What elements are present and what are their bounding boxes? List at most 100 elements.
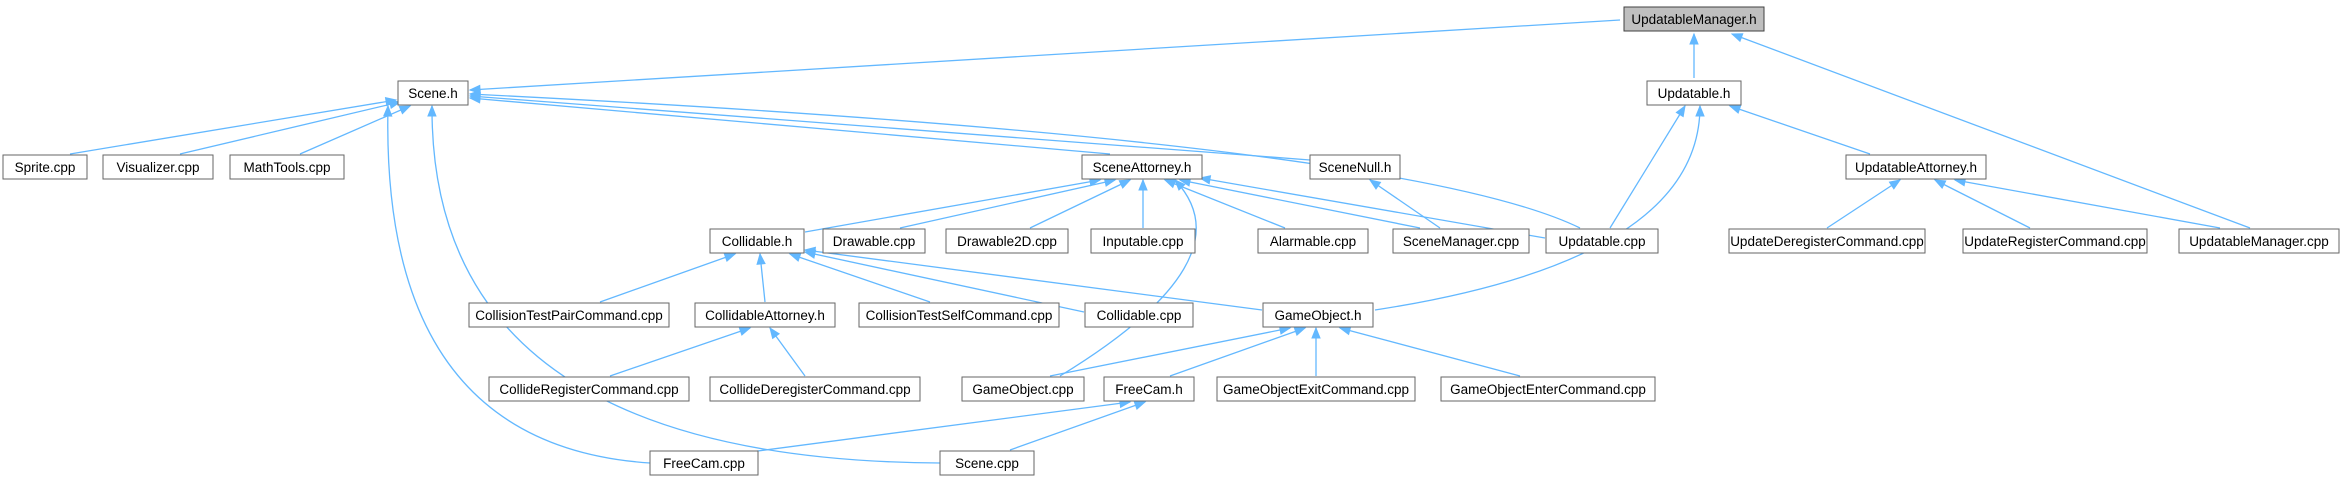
node-label: UpdatableAttorney.h bbox=[1855, 160, 1977, 175]
edge-line bbox=[804, 249, 1263, 311]
arrowhead bbox=[1118, 179, 1132, 189]
node-gameobjectentercommand-cpp[interactable]: GameObjectEnterCommand.cpp bbox=[1440, 376, 1656, 402]
node-updatablemanager-cpp[interactable]: UpdatableManager.cpp bbox=[2178, 228, 2340, 254]
edge-visualizer_cpp-to-scene_h bbox=[179, 99, 402, 155]
node-gameobjectexitcommand-cpp[interactable]: GameObjectExitCommand.cpp bbox=[1216, 376, 1416, 402]
node-scenemanager-cpp[interactable]: SceneManager.cpp bbox=[1392, 228, 1530, 254]
edge-line bbox=[1609, 105, 1686, 229]
node-freecam-h[interactable]: FreeCam.h bbox=[1103, 376, 1195, 402]
edge-line bbox=[804, 251, 1085, 313]
node-collideregistercommand-cpp[interactable]: CollideRegisterCommand.cpp bbox=[488, 376, 690, 402]
edge-line bbox=[179, 101, 401, 155]
arrowhead bbox=[383, 104, 393, 117]
edge-line bbox=[1169, 327, 1306, 377]
node-label: Collidable.h bbox=[722, 234, 793, 249]
edge-line bbox=[1339, 327, 1521, 377]
node-label: Visualizer.cpp bbox=[116, 160, 199, 175]
node-collisiontestselfcommand-cpp[interactable]: CollisionTestSelfCommand.cpp bbox=[858, 302, 1060, 328]
node-freecam-cpp[interactable]: FreeCam.cpp bbox=[649, 450, 759, 476]
node-sceneattorney-h[interactable]: SceneAttorney.h bbox=[1081, 154, 1203, 180]
node-label: Updatable.cpp bbox=[1558, 234, 1645, 249]
edge-sprite_cpp-to-scene_h bbox=[69, 97, 398, 155]
edge-updatable_cpp-to-sceneattorney_h bbox=[1198, 175, 1546, 239]
edge-alarmable_cpp-to-sceneattorney_h bbox=[1163, 179, 1286, 229]
edge-gameobjectentercommand_cpp-to-gameobject_h bbox=[1338, 326, 1521, 377]
edge-scene_h-to-updatablemanager_h bbox=[468, 19, 1621, 95]
node-collidable-h[interactable]: Collidable.h bbox=[709, 228, 805, 254]
edge-updatable_cpp-to-scene_h bbox=[468, 89, 1581, 229]
arrowhead bbox=[1730, 33, 1744, 43]
node-updatablemanager-h[interactable]: UpdatableManager.h bbox=[1623, 6, 1765, 32]
arrowhead bbox=[1728, 104, 1742, 114]
arrowhead bbox=[756, 252, 766, 265]
node-label: CollisionTestSelfCommand.cpp bbox=[866, 308, 1053, 323]
node-scenenull-h[interactable]: SceneNull.h bbox=[1309, 154, 1401, 180]
node-label: UpdateDeregisterCommand.cpp bbox=[1730, 234, 1924, 249]
edge-collidederegistercommand_cpp-to-collidableattorney_h bbox=[769, 326, 806, 377]
arrowhead bbox=[1133, 401, 1147, 410]
edge-line bbox=[804, 179, 1101, 233]
node-scene-cpp[interactable]: Scene.cpp bbox=[939, 450, 1035, 476]
node-label: UpdateRegisterCommand.cpp bbox=[1964, 234, 2146, 249]
edge-line bbox=[1934, 179, 2031, 229]
edge-gameobject_h-to-collidable_h bbox=[803, 246, 1263, 311]
edge-freecam_h-to-gameobject_h bbox=[1169, 327, 1307, 377]
node-drawable2d-cpp[interactable]: Drawable2D.cpp bbox=[945, 228, 1069, 254]
node-mathtools-cpp[interactable]: MathTools.cpp bbox=[229, 154, 345, 180]
edge-line bbox=[469, 97, 1111, 155]
edge-scene_cpp-to-freecam_h bbox=[1009, 401, 1147, 451]
arrowhead bbox=[1695, 104, 1705, 117]
node-gameobject-cpp[interactable]: GameObject.cpp bbox=[961, 376, 1085, 402]
node-visualizer-cpp[interactable]: Visualizer.cpp bbox=[102, 154, 214, 180]
edge-line bbox=[1826, 179, 1901, 229]
node-updatable-cpp[interactable]: Updatable.cpp bbox=[1545, 228, 1659, 254]
node-label: Drawable.cpp bbox=[833, 234, 916, 249]
edge-line bbox=[431, 105, 941, 464]
node-alarmable-cpp[interactable]: Alarmable.cpp bbox=[1257, 228, 1369, 254]
edge-line bbox=[469, 95, 1311, 161]
node-collidableattorney-h[interactable]: CollidableAttorney.h bbox=[694, 302, 836, 328]
node-gameobject-h[interactable]: GameObject.h bbox=[1262, 302, 1374, 328]
node-updatableattorney-h[interactable]: UpdatableAttorney.h bbox=[1845, 154, 1987, 180]
node-sprite-cpp[interactable]: Sprite.cpp bbox=[2, 154, 88, 180]
node-updatable-h[interactable]: Updatable.h bbox=[1646, 80, 1742, 106]
arrowhead bbox=[1138, 178, 1148, 191]
edge-gameobject_cpp-to-gameobject_h bbox=[1049, 325, 1292, 377]
node-label: GameObject.h bbox=[1274, 308, 1361, 323]
edge-updatablemanager_cpp-to-updatablemanager_h bbox=[1730, 33, 2251, 229]
edge-scenenull_h-to-scene_h bbox=[468, 92, 1311, 161]
node-inputable-cpp[interactable]: Inputable.cpp bbox=[1090, 228, 1196, 254]
node-label: UpdatableManager.h bbox=[1631, 12, 1756, 27]
node-collisiontestpaircommand-cpp[interactable]: CollisionTestPairCommand.cpp bbox=[468, 302, 670, 328]
edge-line bbox=[899, 179, 1116, 229]
node-collidable-cpp[interactable]: Collidable.cpp bbox=[1084, 302, 1194, 328]
arrowhead bbox=[388, 99, 402, 110]
arrowhead bbox=[468, 89, 481, 100]
node-label: Updatable.h bbox=[1658, 86, 1731, 101]
node-updateregistercommand-cpp[interactable]: UpdateRegisterCommand.cpp bbox=[1962, 228, 2148, 254]
edge-gameobject_cpp-to-sceneattorney_h bbox=[1059, 179, 1197, 377]
node-scene-h[interactable]: Scene.h bbox=[397, 80, 469, 106]
edge-scenemanager_cpp-to-scenenull_h bbox=[1368, 179, 1441, 229]
edge-line bbox=[1059, 179, 1197, 377]
node-collidederegistercommand-cpp[interactable]: CollideDeregisterCommand.cpp bbox=[709, 376, 921, 402]
arrowhead bbox=[1675, 104, 1686, 118]
edge-line bbox=[1009, 401, 1146, 451]
edge-collidable_h-to-sceneattorney_h bbox=[804, 177, 1102, 233]
edge-line bbox=[1374, 105, 1701, 311]
node-drawable-cpp[interactable]: Drawable.cpp bbox=[822, 228, 926, 254]
edge-line bbox=[1954, 179, 2221, 229]
arrowhead bbox=[1368, 179, 1382, 190]
node-label: GameObjectEnterCommand.cpp bbox=[1450, 382, 1646, 397]
edge-mathtools_cpp-to-scene_h bbox=[299, 105, 412, 155]
node-updatederegistercommand-cpp[interactable]: UpdateDeregisterCommand.cpp bbox=[1728, 228, 1926, 254]
node-label: CollidableAttorney.h bbox=[705, 308, 825, 323]
edge-line bbox=[599, 253, 736, 303]
arrowhead bbox=[788, 252, 802, 262]
edge-updatable_cpp-to-updatable_h bbox=[1609, 104, 1686, 229]
arrowhead bbox=[1311, 326, 1321, 339]
edge-line bbox=[1199, 177, 1546, 239]
edge-line bbox=[1731, 33, 2251, 229]
node-label: UpdatableManager.cpp bbox=[2189, 234, 2329, 249]
